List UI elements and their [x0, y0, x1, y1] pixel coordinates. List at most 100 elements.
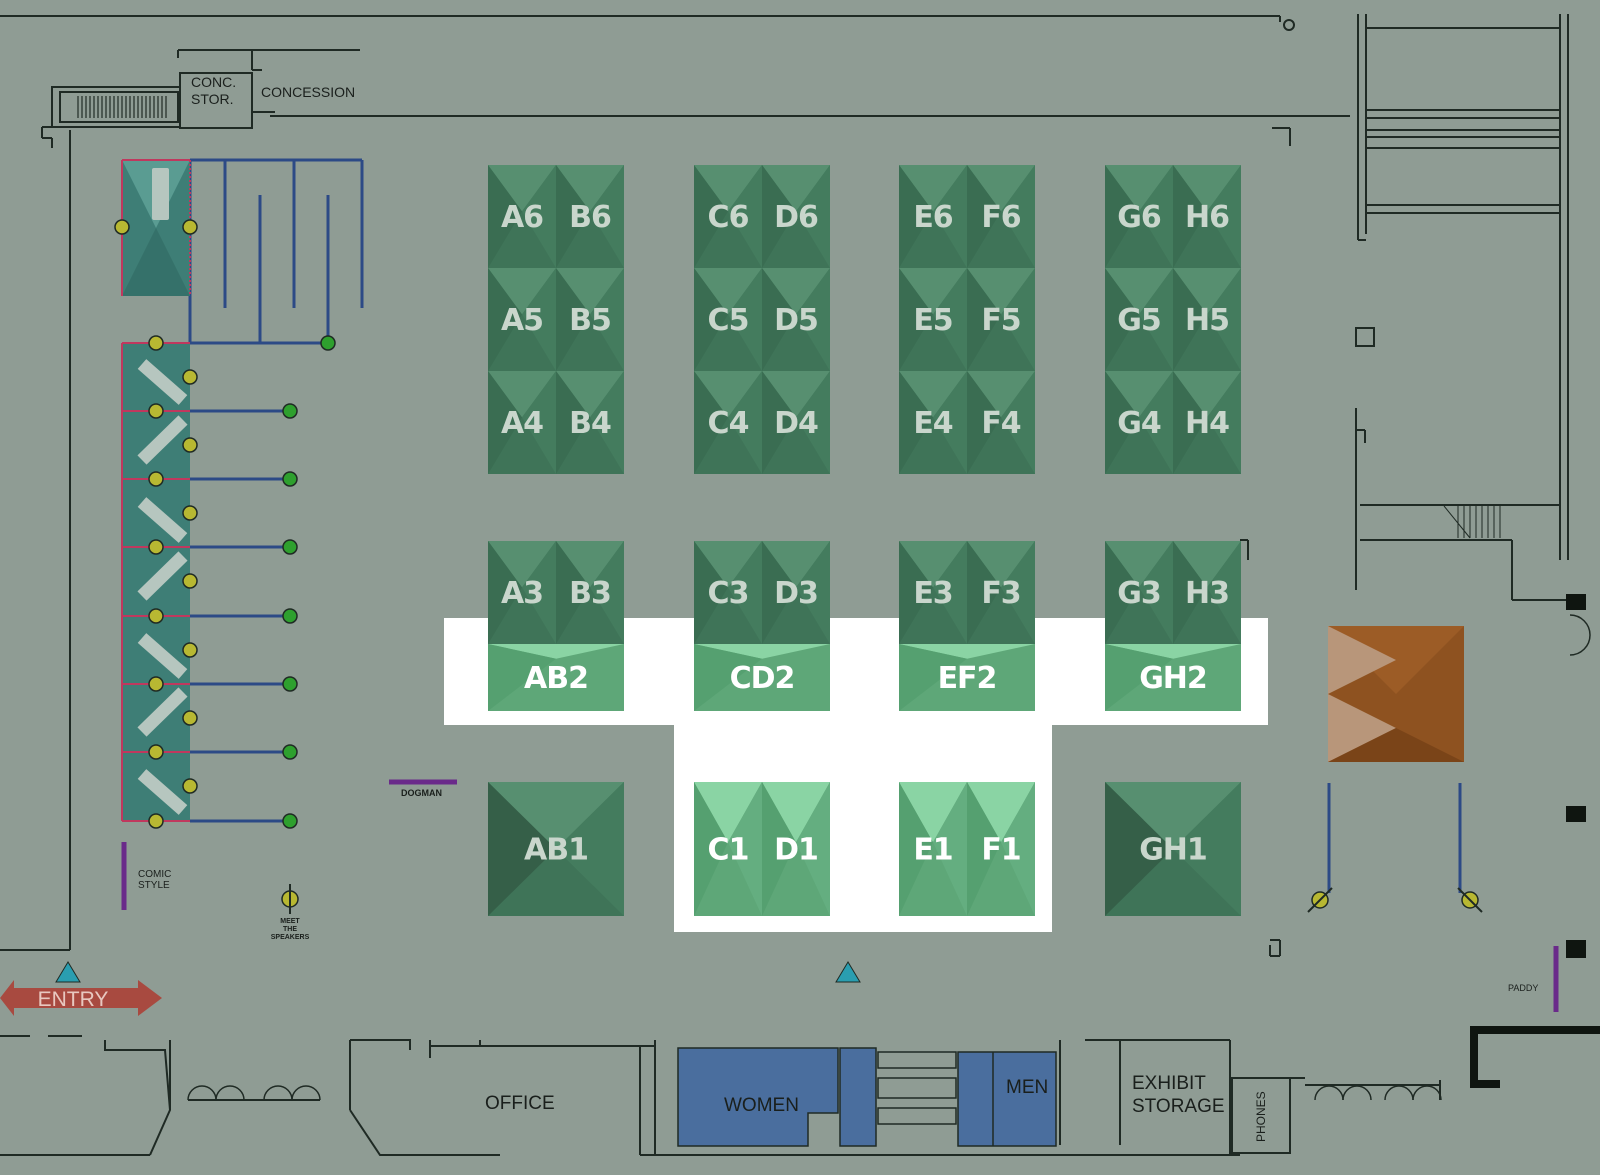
info-triangles — [55, 961, 861, 983]
booth-gh2-label: GH2 — [1139, 661, 1207, 696]
booth-d5[interactable]: D5 — [762, 268, 830, 371]
booth-ef2[interactable]: EF2 — [899, 644, 1035, 711]
booth-b4-label: B4 — [569, 406, 611, 441]
booth-a5-label: A5 — [501, 303, 543, 338]
meet-speakers-label-2: THE — [283, 926, 297, 933]
door-swings — [187, 614, 1591, 1101]
stanchion-posts — [114, 219, 1479, 909]
building-walls — [0, 14, 1570, 1156]
comic-style-label-2: STYLE — [138, 880, 170, 891]
booth-h4[interactable]: H4 — [1173, 371, 1241, 474]
booth-f5[interactable]: F5 — [967, 268, 1035, 371]
stair-hatch — [77, 96, 167, 118]
booth-b3-label: B3 — [569, 576, 611, 611]
booth-c4[interactable]: C4 — [694, 371, 762, 474]
booth-d3-label: D3 — [774, 576, 818, 611]
booth-f1[interactable]: F1 — [967, 782, 1035, 916]
booth-c5-label: C5 — [708, 303, 749, 338]
booth-g5[interactable]: G5 — [1105, 268, 1173, 371]
booth-g3-label: G3 — [1117, 576, 1161, 611]
exhibit-storage-label-1: EXHIBIT — [1132, 1073, 1206, 1094]
purple-markers — [121, 779, 1559, 1012]
booth-e3[interactable]: E3 — [899, 541, 967, 644]
exhibit-storage-label-2: STORAGE — [1132, 1096, 1225, 1117]
booth-f1-label: F1 — [981, 833, 1020, 868]
left-booth-column — [121, 159, 191, 822]
booth-b6[interactable]: B6 — [556, 165, 624, 268]
right-stair-hatch — [1443, 505, 1501, 539]
booth-d3[interactable]: D3 — [762, 541, 830, 644]
booth-h5[interactable]: H5 — [1173, 268, 1241, 371]
booth-ef2-label: EF2 — [938, 661, 997, 696]
booth-b5[interactable]: B5 — [556, 268, 624, 371]
booth-g3[interactable]: G3 — [1105, 541, 1173, 644]
booth-c3-label: C3 — [708, 576, 749, 611]
post-stems — [289, 884, 1483, 914]
booth-h4-label: H4 — [1185, 406, 1229, 441]
booth-e5-label: E5 — [913, 303, 952, 338]
entry-label: ENTRY — [38, 988, 109, 1011]
booth-b3[interactable]: B3 — [556, 541, 624, 644]
booth-a5[interactable]: A5 — [488, 268, 556, 371]
entry-arrow[interactable]: ENTRY — [0, 980, 162, 1016]
booth-e4[interactable]: E4 — [899, 371, 967, 474]
booth-e6[interactable]: E6 — [899, 165, 967, 268]
booth-e1[interactable]: E1 — [899, 782, 967, 916]
office-label: OFFICE — [485, 1093, 555, 1114]
dogman-label: DOGMAN — [401, 788, 442, 798]
booth-f5-label: F5 — [981, 303, 1020, 338]
booth-ab2[interactable]: AB2 — [488, 644, 624, 711]
meet-speakers-label-1: MEET — [280, 918, 300, 925]
booth-gh1-label: GH1 — [1139, 833, 1207, 868]
booth-h5-label: H5 — [1185, 303, 1229, 338]
booth-c1[interactable]: C1 — [694, 782, 762, 916]
booth-cd2[interactable]: CD2 — [694, 644, 830, 711]
booth-g4[interactable]: G4 — [1105, 371, 1173, 474]
booth-cd2-label: CD2 — [730, 661, 795, 696]
booth-g5-label: G5 — [1117, 303, 1161, 338]
booth-h3[interactable]: H3 — [1173, 541, 1241, 644]
booth-ab1-label: AB1 — [524, 833, 588, 868]
booth-a3[interactable]: A3 — [488, 541, 556, 644]
map-labels: CONC. STOR. CONCESSION DOGMAN COMIC STYL… — [138, 74, 1538, 1142]
booth-d1-label: D1 — [774, 833, 818, 868]
booth-e4-label: E4 — [913, 406, 952, 441]
conc-stor-label-1: CONC. — [191, 74, 236, 90]
orange-booth[interactable] — [1328, 626, 1464, 762]
conc-stor-label-2: STOR. — [191, 91, 234, 107]
booth-b4[interactable]: B4 — [556, 371, 624, 474]
booth-d1[interactable]: D1 — [762, 782, 830, 916]
booth-h6-label: H6 — [1185, 200, 1229, 235]
paddy-label: PADDY — [1508, 983, 1538, 993]
booth-a4[interactable]: A4 — [488, 371, 556, 474]
booth-d4-label: D4 — [774, 406, 818, 441]
booth-c6-label: C6 — [708, 200, 749, 235]
booth-a6[interactable]: A6 — [488, 165, 556, 268]
booth-h3-label: H3 — [1185, 576, 1229, 611]
booth-g6[interactable]: G6 — [1105, 165, 1173, 268]
booth-c6[interactable]: C6 — [694, 165, 762, 268]
booth-h6[interactable]: H6 — [1173, 165, 1241, 268]
phones-label: PHONES — [1254, 1091, 1268, 1142]
meet-speakers-label-3: SPEAKERS — [271, 934, 310, 941]
booth-f6[interactable]: F6 — [967, 165, 1035, 268]
booth-b5-label: B5 — [569, 303, 611, 338]
booth-f4[interactable]: F4 — [967, 371, 1035, 474]
concession-label: CONCESSION — [261, 84, 355, 100]
booth-f3[interactable]: F3 — [967, 541, 1035, 644]
booth-c5[interactable]: C5 — [694, 268, 762, 371]
booth-c3[interactable]: C3 — [694, 541, 762, 644]
booth-ab1[interactable]: AB1 — [488, 782, 624, 916]
booth-gh2[interactable]: GH2 — [1105, 644, 1241, 711]
booth-d4[interactable]: D4 — [762, 371, 830, 474]
right-door-blocks — [1470, 594, 1600, 1088]
booth-c1-label: C1 — [708, 833, 749, 868]
booth-b6-label: B6 — [569, 200, 611, 235]
booth-e3-label: E3 — [913, 576, 952, 611]
booth-g6-label: G6 — [1117, 200, 1161, 235]
booth-e5[interactable]: E5 — [899, 268, 967, 371]
booth-d6[interactable]: D6 — [762, 165, 830, 268]
booth-gh1[interactable]: GH1 — [1105, 782, 1241, 916]
